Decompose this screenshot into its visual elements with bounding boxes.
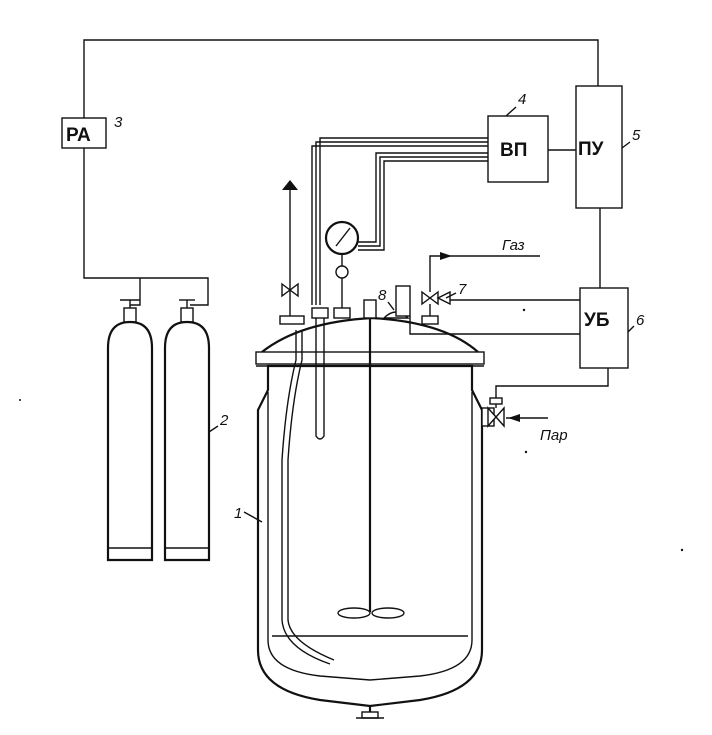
ub-label: УБ (584, 310, 609, 331)
steam-flow-label: Пар (540, 427, 568, 444)
gas-dip-tube (279, 180, 335, 665)
callouts: 3 4 5 6 7 8 2 1 (114, 91, 645, 523)
callout-5: 5 (632, 127, 641, 144)
callout-7: 7 (458, 281, 467, 298)
lid-fitting-8 (382, 285, 411, 319)
ub-block: УБ (579, 287, 629, 369)
pa-label: РА (66, 125, 91, 146)
pa-block: РА (61, 117, 107, 149)
callout-6: 6 (636, 312, 645, 329)
gas-valve-7 (421, 290, 451, 325)
thermometer (311, 307, 329, 440)
gas-flow-label: Газ (502, 237, 525, 254)
callout-2: 2 (219, 412, 229, 429)
pu-block: ПУ (575, 85, 623, 209)
vp-label: ВП (500, 140, 527, 161)
pu-label: ПУ (578, 139, 604, 160)
callout-8: 8 (378, 287, 387, 304)
manometer-gauge (324, 220, 360, 319)
callout-1: 1 (234, 505, 242, 522)
gas-cylinder-right (163, 299, 211, 562)
steam-valve (487, 397, 505, 428)
callout-3: 3 (114, 114, 123, 131)
agitator (337, 299, 405, 619)
vp-block: ВП (487, 115, 549, 183)
callout-4: 4 (518, 91, 526, 108)
gas-cylinder-left (106, 299, 154, 562)
scan-specks (19, 308, 684, 552)
